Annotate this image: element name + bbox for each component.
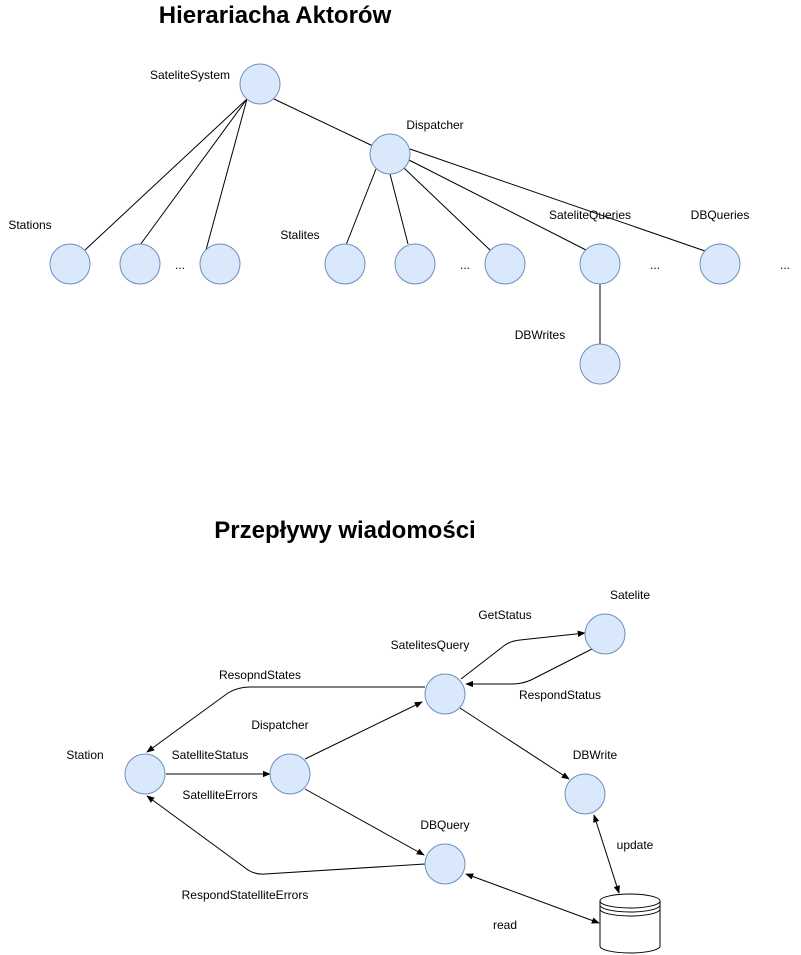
label-resopnd-states: ResopndStates <box>219 668 301 682</box>
node-dispatcher <box>369 133 411 175</box>
node-flow-dispatcher <box>269 753 311 795</box>
node-satelite <box>584 613 626 655</box>
database-icon <box>599 893 661 954</box>
label-db-queries: DBQueries <box>691 208 750 222</box>
node-station <box>124 753 166 795</box>
node-db-write <box>564 773 606 815</box>
label-satelite-system: SateliteSystem <box>150 68 230 82</box>
node-db-writes <box>579 343 621 385</box>
arrow-query-dbwrite <box>459 707 570 780</box>
label-update: update <box>617 838 654 852</box>
arrow-respond-statellite-errors <box>146 795 426 875</box>
arrow-get-status <box>460 630 586 680</box>
ellipsis-stalites: ... <box>460 258 470 272</box>
node-stalite-1 <box>324 243 366 285</box>
ellipsis-stations: ... <box>175 258 185 272</box>
label-satelite-queries: SateliteQueries <box>549 208 631 222</box>
edge-system-station-3 <box>205 98 248 251</box>
label-db-write: DBWrite <box>573 748 618 762</box>
arrow-read <box>465 873 600 924</box>
arrow-update <box>593 814 620 894</box>
flows-title: Przepływy wiadomości <box>214 517 475 544</box>
node-stalite-2 <box>394 243 436 285</box>
edge-system-dispatcher <box>273 98 376 148</box>
node-station-3 <box>199 243 241 285</box>
edge-system-station-1 <box>84 98 248 251</box>
label-satelite: Satelite <box>610 588 650 602</box>
label-respond-statellite-errors: RespondStatelliteErrors <box>182 888 309 902</box>
node-station-2 <box>119 243 161 285</box>
label-stations: Stations <box>8 218 51 232</box>
node-satelite-system <box>239 63 281 105</box>
node-db-query <box>424 843 466 885</box>
flow-edges <box>146 630 620 924</box>
hierarchy-edges <box>84 98 706 344</box>
node-station-1 <box>49 243 91 285</box>
node-stalite-3 <box>484 243 526 285</box>
label-satelites-query: SatelitesQuery <box>391 638 470 652</box>
label-satellite-errors: SatelliteErrors <box>182 788 257 802</box>
edge-dispatcher-stalite-1 <box>345 168 377 246</box>
label-flow-dispatcher: Dispatcher <box>251 718 308 732</box>
label-respond-status: RespondStatus <box>519 688 601 702</box>
label-station: Station <box>66 748 103 762</box>
hierarchy-title: Hierariacha Aktorów <box>159 2 392 29</box>
node-satelites-query <box>424 673 466 715</box>
node-db-queries <box>699 243 741 285</box>
edge-system-station-2 <box>139 98 248 246</box>
arrow-dispatcher-dbquery <box>304 788 425 856</box>
node-satelite-queries <box>579 243 621 285</box>
label-get-status: GetStatus <box>478 608 531 622</box>
edge-dispatcher-satelite-queries <box>408 159 589 252</box>
edge-dispatcher-db-queries <box>409 148 706 252</box>
arrow-dispatcher-query <box>304 701 423 760</box>
edge-dispatcher-stalite-3 <box>403 167 492 252</box>
label-read: read <box>493 918 517 932</box>
label-stalites: Stalites <box>280 228 319 242</box>
arrow-respond-status <box>465 648 593 688</box>
label-satellite-status: SatelliteStatus <box>172 748 249 762</box>
edge-dispatcher-stalite-2 <box>389 173 409 245</box>
ellipsis-queries: ... <box>650 258 660 272</box>
arrow-resopnd-states <box>146 686 425 753</box>
label-db-writes: DBWrites <box>515 328 565 342</box>
label-dispatcher: Dispatcher <box>406 118 463 132</box>
ellipsis-db-queries: ... <box>780 258 790 272</box>
label-db-query: DBQuery <box>420 818 469 832</box>
